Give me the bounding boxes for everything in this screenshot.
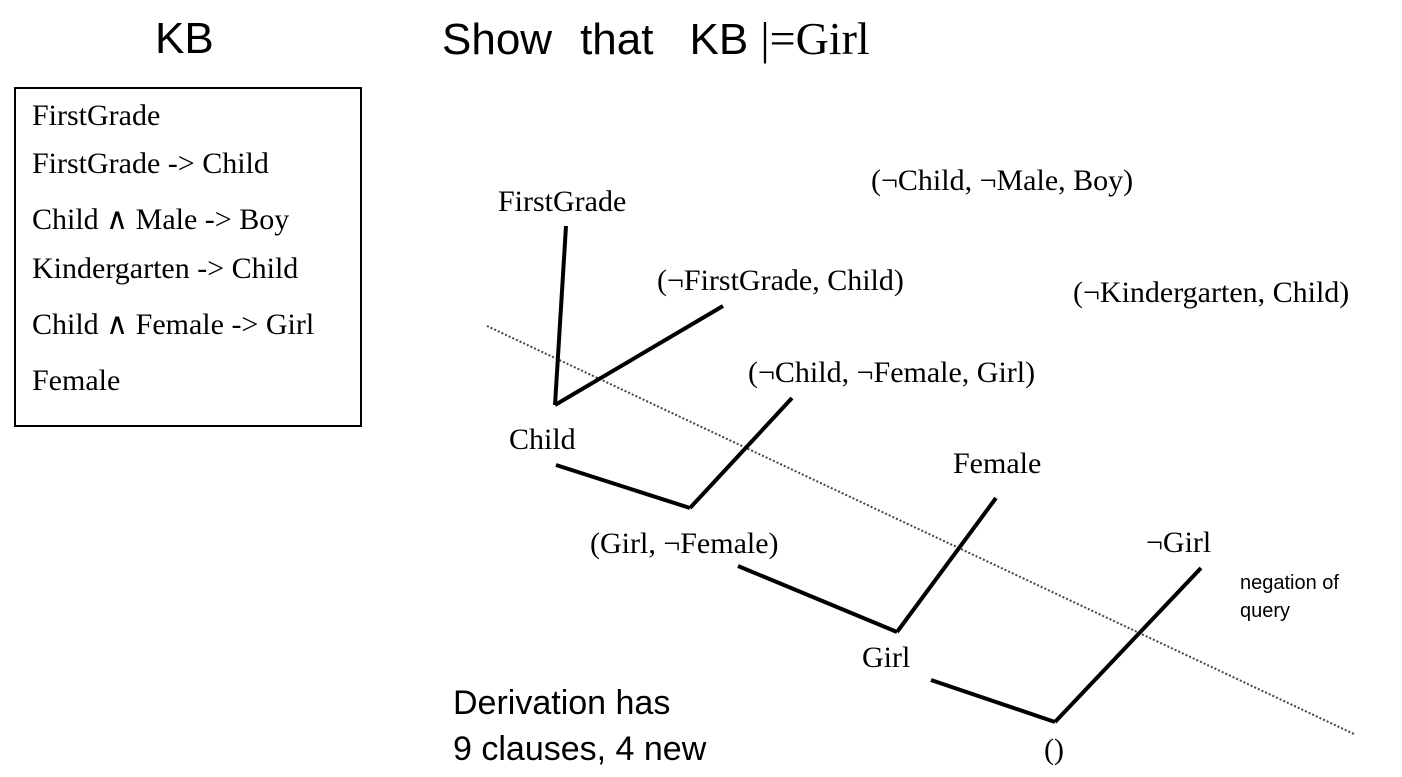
summary-line-2: 9 clauses, 4 new: [453, 730, 707, 768]
kb-box: FirstGrade FirstGrade -> Child Child ∧ M…: [14, 87, 362, 427]
clause-not-girl: ¬Girl: [1146, 526, 1212, 559]
edge-girl-to-empty: [930, 678, 1056, 724]
derivation-summary: Derivation has 9 clauses, 4 new: [453, 680, 706, 772]
clause-firstgrade: FirstGrade: [498, 185, 627, 218]
clause-not-child-not-male-boy: (¬Child, ¬Male, Boy): [871, 164, 1134, 197]
edge-not-child-not-female-girl-to-girl-not-female: [688, 396, 794, 510]
clause-female: Female: [953, 447, 1042, 480]
clause-not-child-not-female-girl: (¬Child, ¬Female, Girl): [748, 356, 1036, 389]
edge-child-to-girl-not-female: [555, 463, 691, 510]
edge-not-firstgrade-child-to-child: [553, 304, 725, 407]
page-title: Show that KB |=Girl: [442, 12, 870, 65]
kb-sentence: Kindergarten -> Child: [32, 252, 299, 285]
kb-sentence: Female: [32, 364, 121, 397]
clause-girl: Girl: [862, 641, 911, 674]
heading-middle: that: [580, 15, 654, 64]
edge-girl-not-female-to-girl: [737, 564, 898, 634]
kb-sentence: FirstGrade -> Child: [32, 147, 269, 180]
clause-not-firstgrade-child: (¬FirstGrade, Child): [657, 264, 904, 297]
clause-not-kindergarten-child: (¬Kindergarten, Child): [1073, 276, 1350, 309]
kb-title: KB: [155, 14, 214, 63]
negation-of-query-note: negation of query: [1240, 572, 1339, 622]
clause-empty: (): [1044, 733, 1064, 766]
clause-girl-not-female: (Girl, ¬Female): [590, 527, 779, 560]
edge-female-to-girl: [895, 496, 998, 634]
edge-not-girl-to-empty: [1053, 566, 1203, 724]
kb-sentence: Child ∧ Female -> Girl: [32, 308, 315, 341]
heading-entails: |=: [760, 13, 796, 64]
kb-sentence: Child ∧ Male -> Boy: [32, 203, 290, 236]
clause-child: Child: [509, 423, 576, 456]
edge-firstgrade-to-child: [553, 225, 568, 406]
heading-goal: Girl: [795, 13, 870, 64]
summary-line-1: Derivation has: [453, 684, 671, 722]
kb-sentence: FirstGrade: [32, 99, 161, 132]
heading-kb: KB: [689, 15, 749, 64]
heading-prefix: Show: [442, 15, 553, 64]
